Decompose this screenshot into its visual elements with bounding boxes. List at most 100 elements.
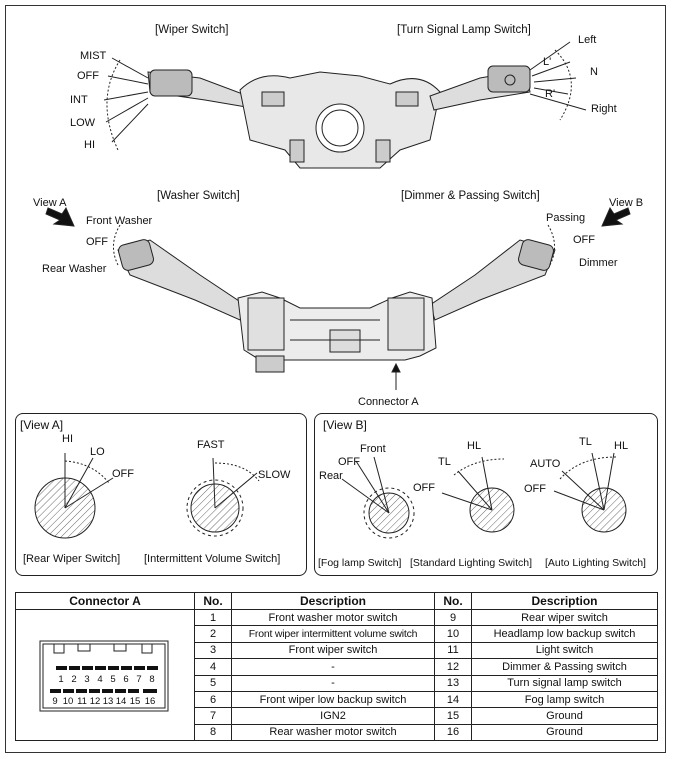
table-row: 2 Front wiper intermittent volume switch… bbox=[16, 625, 658, 643]
pin-description: Light switch bbox=[471, 641, 658, 660]
auto-hl-label: HL bbox=[614, 440, 629, 452]
table-row: 4 - 12 Dimmer & Passing switch bbox=[16, 658, 658, 676]
pin-16: 16 bbox=[145, 696, 156, 707]
view-b-label: View B bbox=[609, 197, 644, 209]
fog-off-label: OFF bbox=[338, 456, 360, 468]
washer-switch-heading: [Washer Switch] bbox=[157, 190, 240, 202]
turn-n-label: N bbox=[590, 66, 598, 78]
pin-no: 15 bbox=[434, 707, 472, 725]
pin-description: Fog lamp switch bbox=[471, 690, 658, 709]
rear-wiper-off-label: OFF bbox=[112, 468, 134, 480]
turn-l-prime-label: L' bbox=[543, 56, 552, 68]
pin-description: Front wiper intermittent volume switch bbox=[231, 625, 435, 643]
pin-description: IGN2 bbox=[231, 707, 435, 725]
pin-description: Dimmer & Passing switch bbox=[471, 658, 658, 676]
pin-no: 11 bbox=[434, 641, 472, 660]
standard-tl-label: TL bbox=[438, 456, 451, 468]
view-a-arrow-icon bbox=[45, 206, 75, 227]
pin-7: 7 bbox=[136, 674, 141, 685]
wiper-mist-label: MIST bbox=[80, 50, 107, 62]
connector-a-table: Connector A No. Description No. Descript… bbox=[15, 592, 658, 742]
pin-no: 4 bbox=[194, 658, 232, 676]
pin-no: 6 bbox=[194, 690, 232, 709]
front-washer-label: Front Washer bbox=[86, 215, 153, 227]
table-row: 1 2 3 4 5 6 7 8 9 10 11 12 13 14 bbox=[15, 608, 658, 742]
intermittent-fast-label: FAST bbox=[197, 439, 225, 451]
washer-off-label: OFF bbox=[86, 236, 108, 248]
pin-11: 11 bbox=[77, 696, 87, 707]
pin-10: 10 bbox=[63, 696, 74, 707]
pin-no: 7 bbox=[194, 707, 232, 725]
multifunction-switch-side-illustration bbox=[45, 206, 631, 390]
wiper-hi-label: HI bbox=[84, 139, 95, 151]
table-header-row: Connector A No. Description No. Descript… bbox=[15, 592, 658, 610]
header-connector: Connector A bbox=[15, 592, 195, 610]
view-b-panel bbox=[314, 413, 658, 576]
header-no-left: No. bbox=[194, 592, 232, 610]
standard-lighting-switch-caption: [Standard Lighting Switch] bbox=[410, 557, 532, 569]
view-b-title: [View B] bbox=[323, 418, 367, 432]
pin-no: 13 bbox=[434, 674, 472, 692]
header-desc-left: Description bbox=[231, 592, 435, 610]
pin-no: 2 bbox=[194, 625, 232, 643]
pin-description: Front washer motor switch bbox=[231, 608, 435, 627]
intermittent-slow-label: SLOW bbox=[258, 469, 291, 481]
dimmer-label: Dimmer bbox=[579, 257, 618, 269]
table-row: 3 Front wiper switch 11 Light switch bbox=[16, 641, 658, 660]
pin-15: 15 bbox=[130, 696, 141, 707]
wiper-switch-heading: [Wiper Switch] bbox=[155, 24, 229, 36]
pin-no: 5 bbox=[194, 674, 232, 692]
pin-description: - bbox=[231, 658, 435, 676]
auto-auto-label: AUTO bbox=[530, 458, 561, 470]
connector-a-label: Connector A bbox=[358, 396, 419, 408]
pin-3: 3 bbox=[84, 674, 89, 685]
view-a-title: [View A] bbox=[20, 418, 64, 432]
auto-lighting-switch-caption: [Auto Lighting Switch] bbox=[545, 557, 646, 569]
pin-description: Rear wiper switch bbox=[471, 608, 658, 627]
turn-r-prime-label: R' bbox=[545, 88, 556, 100]
pin-2: 2 bbox=[71, 674, 76, 685]
rear-washer-label: Rear Washer bbox=[42, 263, 107, 275]
header-no-right: No. bbox=[434, 592, 472, 610]
rear-wiper-lo-label: LO bbox=[90, 446, 105, 458]
fog-front-label: Front bbox=[360, 443, 386, 455]
pin-no: 8 bbox=[194, 723, 232, 742]
auto-off-label: OFF bbox=[524, 483, 546, 495]
pin-no: 10 bbox=[434, 625, 472, 643]
auto-tl-label: TL bbox=[579, 436, 592, 448]
diagram-frame bbox=[5, 5, 666, 753]
connector-a-pinout: 1 2 3 4 5 6 7 8 9 10 11 12 13 14 bbox=[15, 608, 195, 742]
wiper-low-label: LOW bbox=[70, 117, 96, 129]
fog-rear-label: Rear bbox=[319, 470, 343, 482]
pin-8: 8 bbox=[149, 674, 154, 685]
turn-left-label: Left bbox=[578, 34, 597, 46]
header-desc-right: Description bbox=[471, 592, 658, 610]
pin-description: - bbox=[231, 674, 435, 692]
pin-9: 9 bbox=[52, 696, 57, 707]
view-b-switch-illustrations bbox=[341, 452, 627, 539]
wiper-off-label: OFF bbox=[77, 70, 99, 82]
pin-13: 13 bbox=[103, 696, 114, 707]
pin-description: Ground bbox=[471, 723, 658, 742]
fog-lamp-switch-caption: [Fog lamp Switch] bbox=[318, 557, 402, 569]
pin-description: Headlamp low backup switch bbox=[471, 625, 658, 643]
turn-right-label: Right bbox=[591, 103, 617, 115]
view-a-panel bbox=[15, 413, 307, 576]
pin-14: 14 bbox=[116, 696, 127, 707]
table-row: 6 Front wiper low backup switch 14 Fog l… bbox=[16, 690, 658, 709]
dimmer-off-label: OFF bbox=[573, 234, 595, 246]
view-b-arrow-icon bbox=[601, 206, 631, 227]
pin-description: Ground bbox=[471, 707, 658, 725]
dimmer-passing-switch-heading: [Dimmer & Passing Switch] bbox=[401, 190, 540, 202]
pin-no: 1 bbox=[194, 608, 232, 627]
view-a-switch-illustrations bbox=[34, 453, 260, 539]
pin-description: Front wiper low backup switch bbox=[231, 690, 435, 709]
table-row: 8 Rear washer motor switch 16 Ground bbox=[16, 723, 658, 742]
multifunction-switch-top-illustration bbox=[103, 41, 587, 169]
rear-wiper-hi-label: HI bbox=[62, 433, 73, 445]
turn-signal-switch-heading: [Turn Signal Lamp Switch] bbox=[397, 24, 531, 36]
pin-no: 14 bbox=[434, 690, 472, 709]
pin-description: Front wiper switch bbox=[231, 641, 435, 660]
pin-1: 1 bbox=[58, 674, 63, 685]
pin-6: 6 bbox=[123, 674, 128, 685]
